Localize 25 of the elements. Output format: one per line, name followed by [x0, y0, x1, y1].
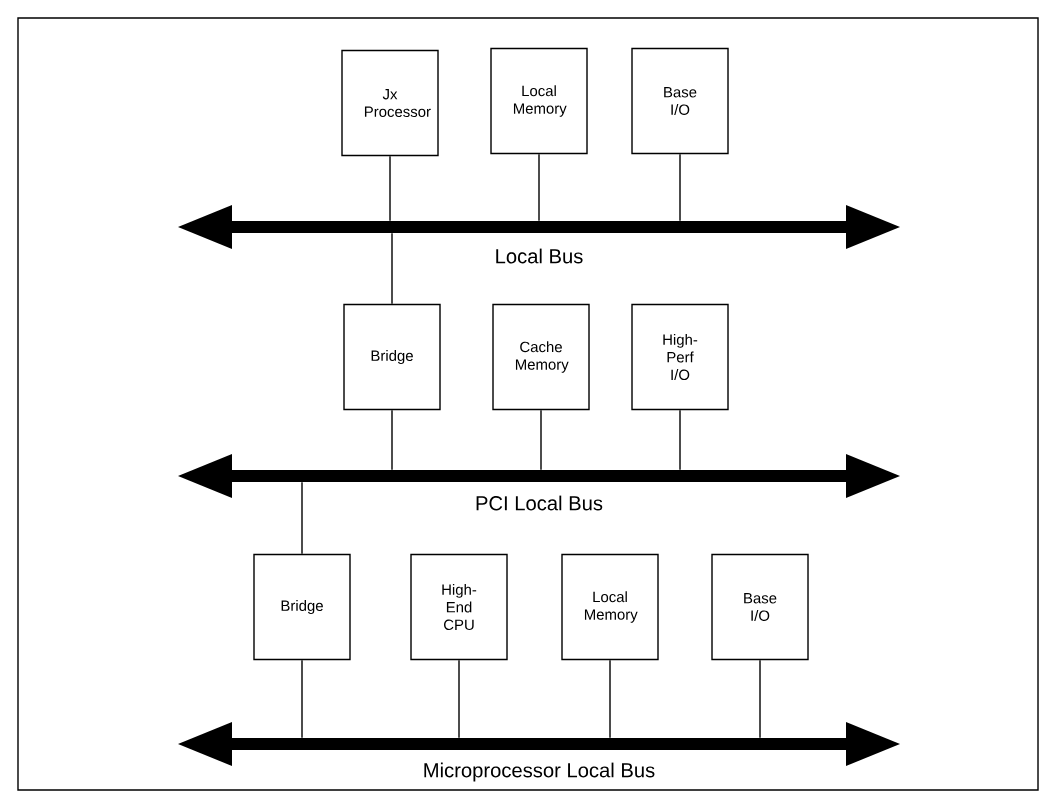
component-box: Bridge [343, 303, 441, 411]
node-label: Local Bus [496, 248, 583, 264]
component-box: Bridge [253, 553, 351, 661]
connector-line [391, 409, 393, 471]
component-box: Local Memory [561, 553, 659, 661]
connector-line [540, 409, 542, 471]
connector-line [759, 659, 761, 739]
connector-line [391, 232, 393, 305]
component-box: Base I/O [711, 553, 809, 661]
component-box: High-Perf I/O [631, 303, 729, 411]
component-box: Jx Processor [341, 49, 439, 157]
component-box: High-End CPU [410, 553, 508, 661]
connector-line [389, 155, 391, 222]
node-label: Microprocessor Local Bus [424, 762, 655, 782]
component-box: Local Memory [490, 47, 588, 155]
component-box: Base I/O [631, 47, 729, 155]
component-box: Cache Memory [492, 303, 590, 411]
connector-line [301, 481, 303, 555]
connector-line [458, 659, 460, 739]
connector-line [609, 659, 611, 739]
connector-line [679, 153, 681, 222]
connector-line [301, 659, 303, 739]
connector-line [538, 153, 540, 222]
connector-line [679, 409, 681, 471]
node-label: PCI Local Bus [476, 495, 603, 511]
